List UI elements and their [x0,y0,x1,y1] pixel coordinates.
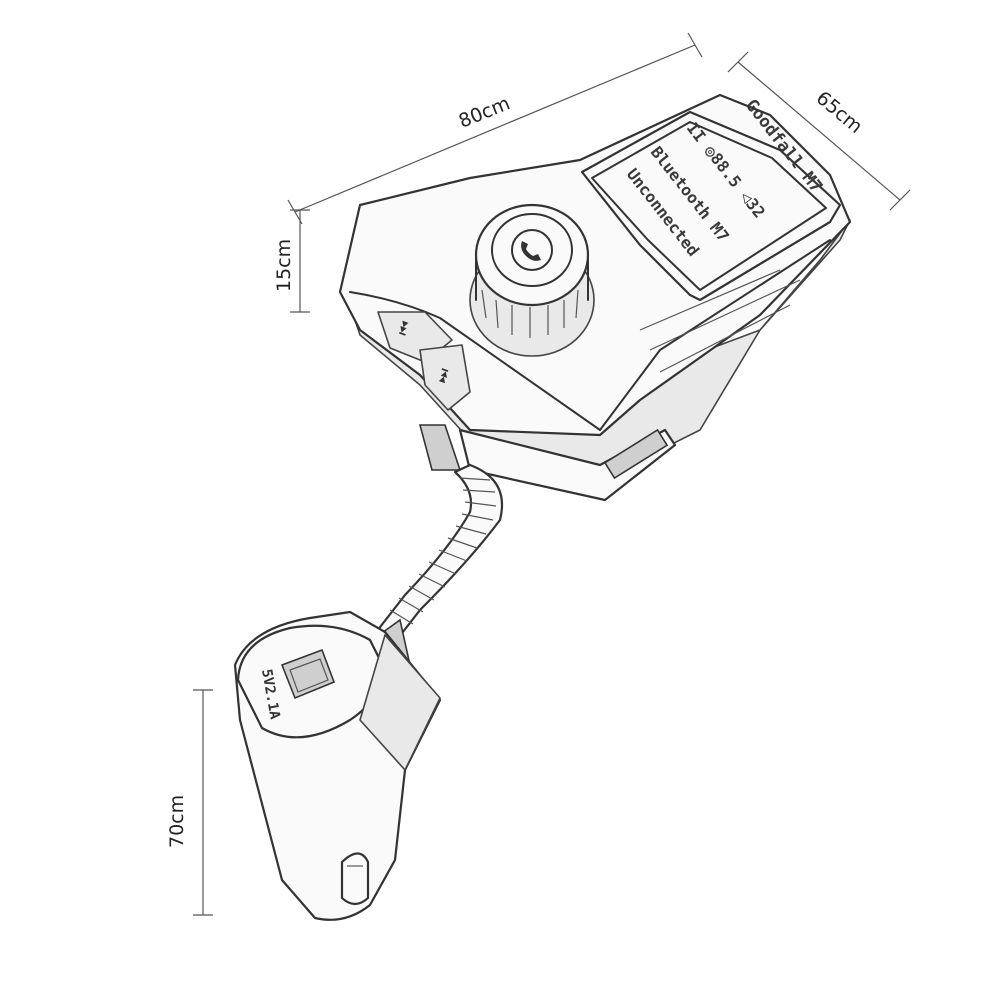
skip-forward-icon: ⏭ [431,365,454,385]
usb-port-head [603,428,669,480]
dimension-plug-label: 70cm [166,795,188,848]
car-plug: 5V2.1A [233,610,442,921]
aux-port [418,424,462,471]
next-button[interactable]: ⏭ [419,344,471,411]
dimension-right-label: 65cm [812,87,867,138]
dimension-left: 15cm [273,209,310,313]
dimension-top-label: 80cm [456,92,514,132]
skip-back-icon: ⏮ [393,318,416,338]
plug-tip [340,852,370,906]
phone-icon [511,229,553,271]
dimension-left-label: 15cm [273,239,295,292]
dimension-plug: 70cm [166,689,213,916]
control-knob[interactable] [469,203,595,357]
